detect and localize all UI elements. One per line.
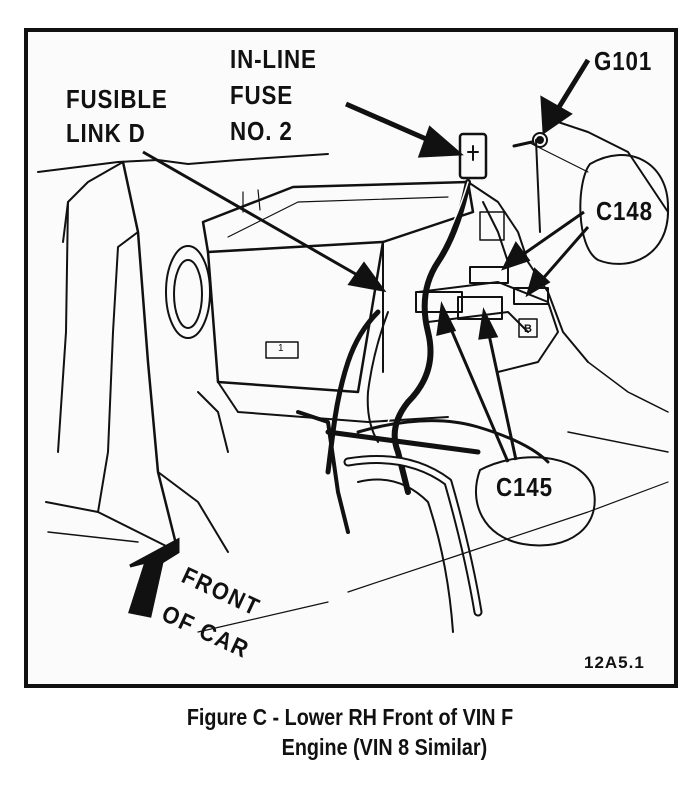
c145-label: C145: [496, 472, 553, 502]
connector-c145-b: [457, 296, 503, 320]
caption-line2: Engine (VIN 8 Similar): [281, 734, 488, 760]
fusible-link-label-line1: FUSIBLE: [66, 84, 168, 114]
battery-tag-label: 1: [278, 343, 285, 354]
wiring-harness: [391, 179, 471, 495]
fender-outline: [37, 153, 329, 173]
figure-reference-number: 12A5.1: [584, 653, 645, 672]
inline-fuse-label-line3: NO. 2: [230, 116, 293, 146]
g101-label: G101: [594, 46, 653, 76]
g101-arrowhead: [540, 95, 573, 135]
caption-line1: Figure C - Lower RH Front of VIN F: [186, 704, 514, 730]
front-of-car-arrow: [128, 537, 180, 618]
figure-caption: Figure C - Lower RH Front of VIN F Engin…: [49, 702, 651, 762]
terminal-b-label: B: [524, 323, 533, 335]
radiator-support: [121, 160, 180, 554]
inline-fuse-label-line1: IN-LINE: [230, 44, 317, 74]
fusible-link-arrowhead: [347, 261, 387, 293]
inner-fender: [467, 181, 589, 363]
engine-bay-illustration: [37, 58, 670, 633]
c148-label: C148: [596, 196, 653, 226]
c145-callout-circle: [475, 456, 596, 547]
connector-c145-a: [415, 291, 463, 313]
diagram-frame: FUSIBLE LINK D IN-LINE FUSE NO. 2 G101 C…: [24, 28, 678, 688]
fusible-link-label-line2: LINK D: [66, 118, 146, 148]
inline-fuse-label-line2: FUSE: [230, 80, 294, 110]
connector-c148-a: [469, 266, 509, 284]
inline-fuse-holder: [458, 132, 488, 180]
hose: [343, 455, 483, 617]
c148-callout-circle: [579, 154, 670, 265]
inline-fuse-arrowhead: [417, 125, 464, 158]
